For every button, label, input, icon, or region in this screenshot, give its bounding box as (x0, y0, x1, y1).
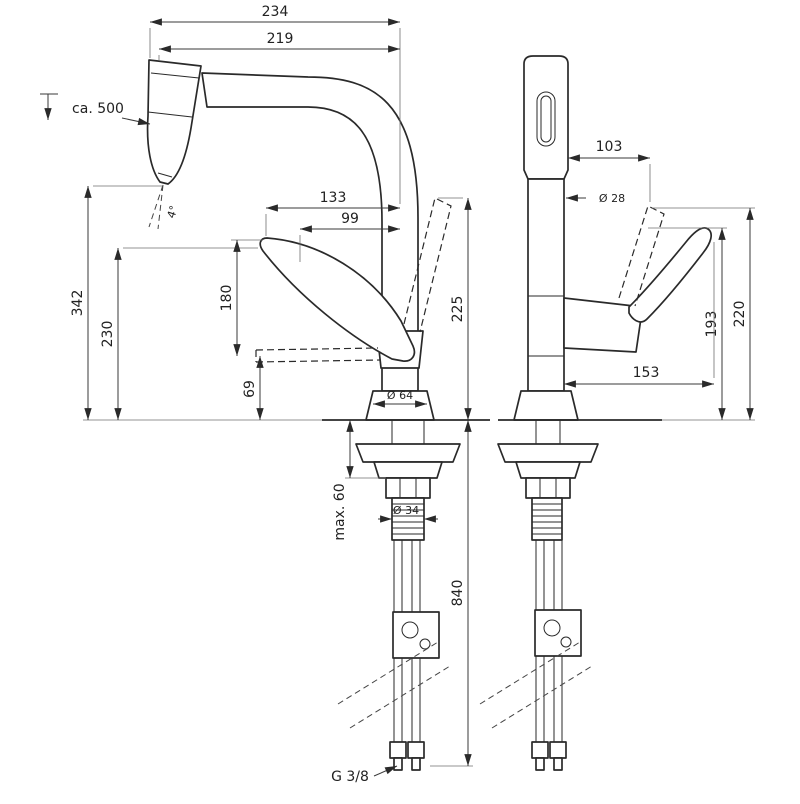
check-valve-detail (560, 636, 572, 648)
side-view-installation (337, 420, 461, 771)
dim-342: 342 (70, 185, 322, 421)
lever-handle-front (628, 227, 713, 323)
dim-219-label: 219 (267, 31, 294, 47)
dim-230-label: 230 (100, 321, 116, 348)
dim-69-label: 69 (242, 380, 258, 398)
spray-head-front (523, 55, 569, 180)
spray-outlet-line (157, 172, 173, 178)
mounting-flange-front (497, 443, 599, 463)
check-valve-detail (419, 638, 431, 650)
faucet-base-front (513, 390, 579, 421)
front-view-installation (479, 420, 599, 771)
select-button-inner (540, 95, 552, 143)
stabilizer-plate-front (515, 461, 581, 479)
dim-dia34: Ø 34 (378, 504, 438, 523)
dim-ca500: ca. 500 (40, 93, 151, 126)
dim-342-label: 342 (70, 290, 86, 317)
dim-dia34-label: Ø 34 (393, 504, 419, 517)
dim-103: 103 (568, 139, 651, 202)
hose-nipple (535, 757, 545, 771)
lever-handle-raised-dashed (403, 197, 452, 333)
dim-max60-label: max. 60 (332, 483, 348, 540)
hose-connector (389, 741, 407, 759)
hose-connector (407, 741, 425, 759)
thread-lines (392, 503, 424, 535)
hose-nipple (411, 757, 421, 771)
dim-dia28-label: Ø 28 (599, 192, 625, 205)
spray-head-band-line (147, 111, 193, 118)
dim-153: 153 (564, 242, 715, 388)
body-column (527, 178, 565, 392)
front-view: 103 Ø 28 193 220 153 (479, 55, 755, 771)
hose-connector (549, 741, 567, 759)
dim-193-label: 193 (704, 311, 720, 338)
thread-g38-label: G 3/8 (331, 769, 369, 785)
dim-234-label: 234 (262, 4, 289, 20)
mounting-flange (355, 443, 461, 463)
mounting-nut (385, 477, 431, 499)
dim-133-label: 133 (320, 190, 347, 206)
dim-max60: max. 60 (332, 420, 386, 541)
threaded-shank-front (531, 497, 563, 541)
dim-220: 220 (652, 207, 755, 420)
dim-153-label: 153 (633, 365, 660, 381)
lever-handle (259, 237, 416, 362)
dim-dia64: Ø 64 (373, 389, 427, 408)
dim-225: 225 (438, 197, 472, 420)
dim-180: 180 (219, 239, 263, 356)
lever-handle-flat-dashed (255, 347, 381, 363)
mounting-nut-front (525, 477, 571, 499)
hose-connector (531, 741, 549, 759)
dim-220-label: 220 (732, 301, 748, 328)
dim-dia28: Ø 28 (566, 192, 625, 205)
front-view-faucet-outline (498, 55, 713, 421)
dim-99: 99 (299, 211, 400, 262)
dim-69: 69 (242, 356, 264, 420)
spray-head (146, 59, 202, 185)
check-valve-detail (401, 621, 419, 639)
dim-99-label: 99 (341, 211, 359, 227)
hose-nipple (393, 757, 403, 771)
select-button-slot (536, 91, 556, 147)
dim-103-label: 103 (596, 139, 623, 155)
spray-head-joint-line (150, 72, 200, 79)
threaded-shank (391, 497, 425, 541)
thread-g38: G 3/8 (331, 765, 398, 785)
spray-angle-lines (148, 184, 164, 230)
dim-dia64-label: Ø 64 (387, 389, 413, 402)
angle-4deg-label: 4° (165, 204, 181, 220)
side-view: 234 219 ca. 500 342 230 133 (40, 4, 490, 785)
angle-4deg: 4° (165, 204, 181, 220)
hose-nipple (553, 757, 563, 771)
handle-lug (563, 297, 642, 353)
dim-230: 230 (100, 247, 258, 420)
dim-234: 234 (149, 4, 401, 204)
dim-840: 840 (430, 420, 473, 767)
stabilizer-plate (373, 461, 443, 479)
dim-225-label: 225 (450, 296, 466, 323)
side-view-faucet-outline (146, 59, 490, 421)
check-valve-detail (543, 619, 561, 637)
dim-180-label: 180 (219, 285, 235, 312)
dim-193: 193 (648, 227, 755, 421)
thread-lines-front (532, 503, 562, 535)
dim-ca500-label: ca. 500 (72, 101, 124, 117)
dim-219: 219 (158, 31, 400, 60)
dim-840-label: 840 (450, 580, 466, 607)
dim-133: 133 (265, 190, 400, 236)
lever-handle-front-dashed (618, 205, 665, 307)
